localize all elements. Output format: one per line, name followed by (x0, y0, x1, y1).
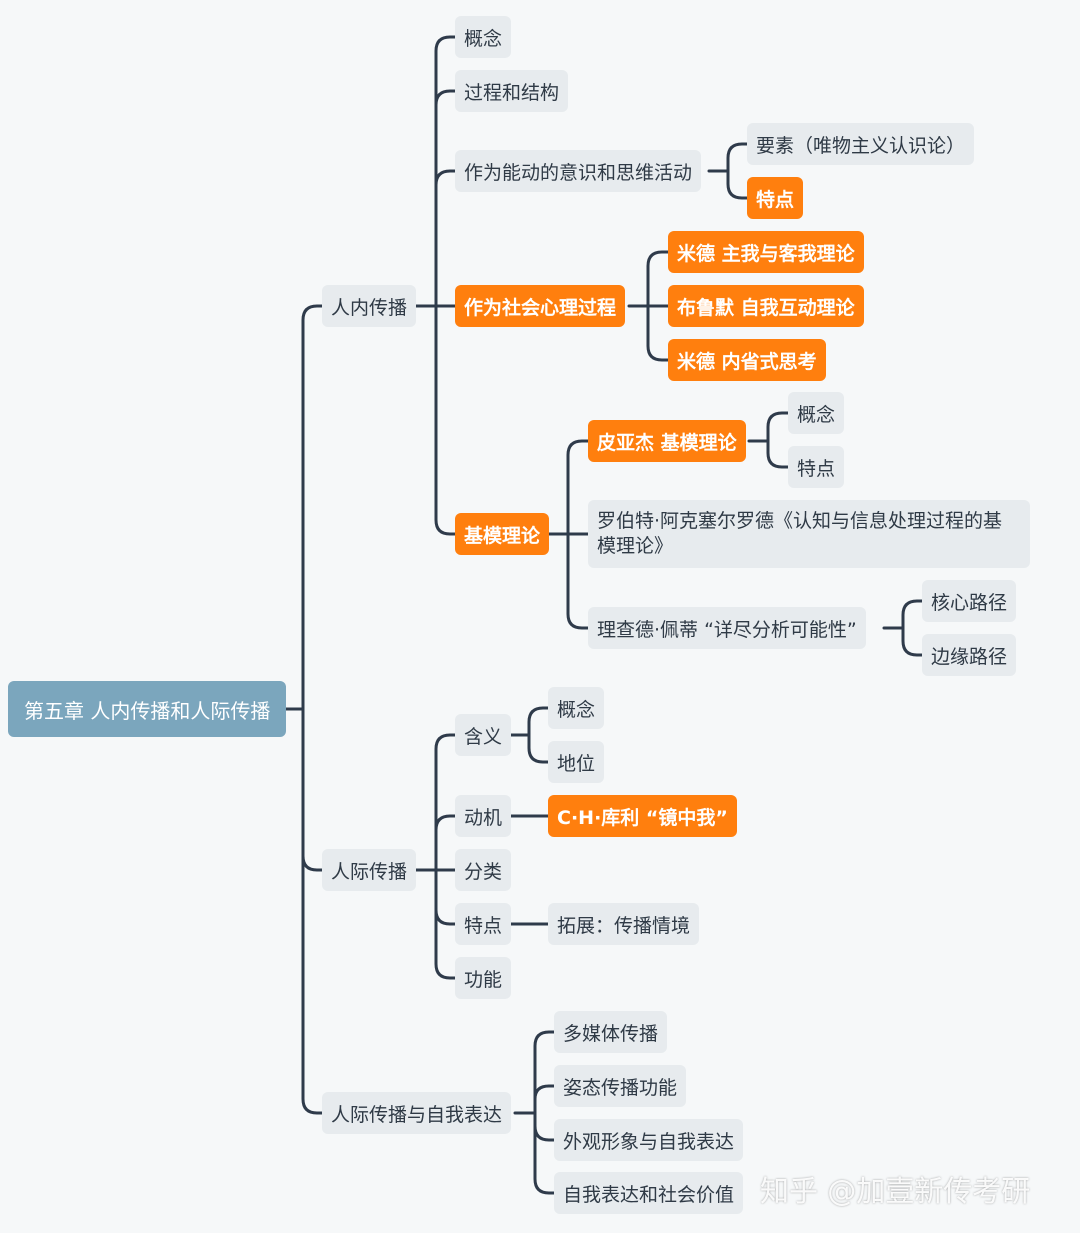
topic-process-structure[interactable]: 过程和结构 (455, 70, 569, 112)
topic-active-consciousness[interactable]: 作为能动的意识和思维活动 (455, 150, 702, 192)
topic-cooley-looking-glass[interactable]: C·H·库利 “镜中我” (548, 795, 737, 837)
topic-mead-internal[interactable]: 米德 内省式思考 (668, 339, 826, 381)
topic-meaning-status[interactable]: 地位 (548, 741, 605, 783)
topic-self-expression[interactable]: 人际传播与自我表达 (322, 1092, 512, 1134)
topic-mead-self-theory[interactable]: 米德 主我与客我理论 (668, 231, 864, 273)
topic-extension-context[interactable]: 拓展：传播情境 (548, 903, 700, 945)
topic-multimedia[interactable]: 多媒体传播 (554, 1011, 668, 1053)
topic-social-value[interactable]: 自我表达和社会价值 (554, 1172, 744, 1214)
topic-meaning-concept[interactable]: 概念 (548, 687, 605, 729)
topic-interpersonal-features[interactable]: 特点 (455, 903, 512, 945)
topic-axelrod[interactable]: 罗伯特·阿克塞尔罗德《认知与信息处理过程的基模理论》 (588, 500, 1030, 568)
topic-consciousness-features[interactable]: 特点 (747, 177, 804, 219)
topic-appearance[interactable]: 外观形象与自我表达 (554, 1119, 744, 1161)
topic-petty-elm[interactable]: 理查德·佩蒂 “详尽分析可能性” (588, 607, 866, 649)
topic-intrapersonal[interactable]: 人内传播 (322, 285, 417, 327)
topic-meaning[interactable]: 含义 (455, 714, 512, 756)
topic-interpersonal[interactable]: 人际传播 (322, 849, 417, 891)
topic-functions[interactable]: 功能 (455, 957, 512, 999)
topic-elements[interactable]: 要素（唯物主义认识论） (747, 123, 975, 165)
topic-types[interactable]: 分类 (455, 849, 512, 891)
topic-social-psych-process[interactable]: 作为社会心理过程 (455, 285, 626, 327)
topic-posture[interactable]: 姿态传播功能 (554, 1065, 687, 1107)
root-topic[interactable]: 第五章 人内传播和人际传播 (8, 681, 287, 737)
topic-piaget-schema[interactable]: 皮亚杰 基模理论 (588, 420, 746, 462)
watermark: 知乎 @加壹新传考研 (760, 1174, 1031, 1208)
topic-motivation[interactable]: 动机 (455, 795, 512, 837)
topic-central-route[interactable]: 核心路径 (922, 580, 1017, 622)
topic-peripheral-route[interactable]: 边缘路径 (922, 634, 1017, 676)
topic-piaget-features[interactable]: 特点 (788, 446, 845, 488)
topic-schema-theory[interactable]: 基模理论 (455, 513, 550, 555)
topic-intrapersonal-concept[interactable]: 概念 (455, 16, 512, 58)
topic-blumer-theory[interactable]: 布鲁默 自我互动理论 (668, 285, 864, 327)
topic-piaget-concept[interactable]: 概念 (788, 392, 845, 434)
